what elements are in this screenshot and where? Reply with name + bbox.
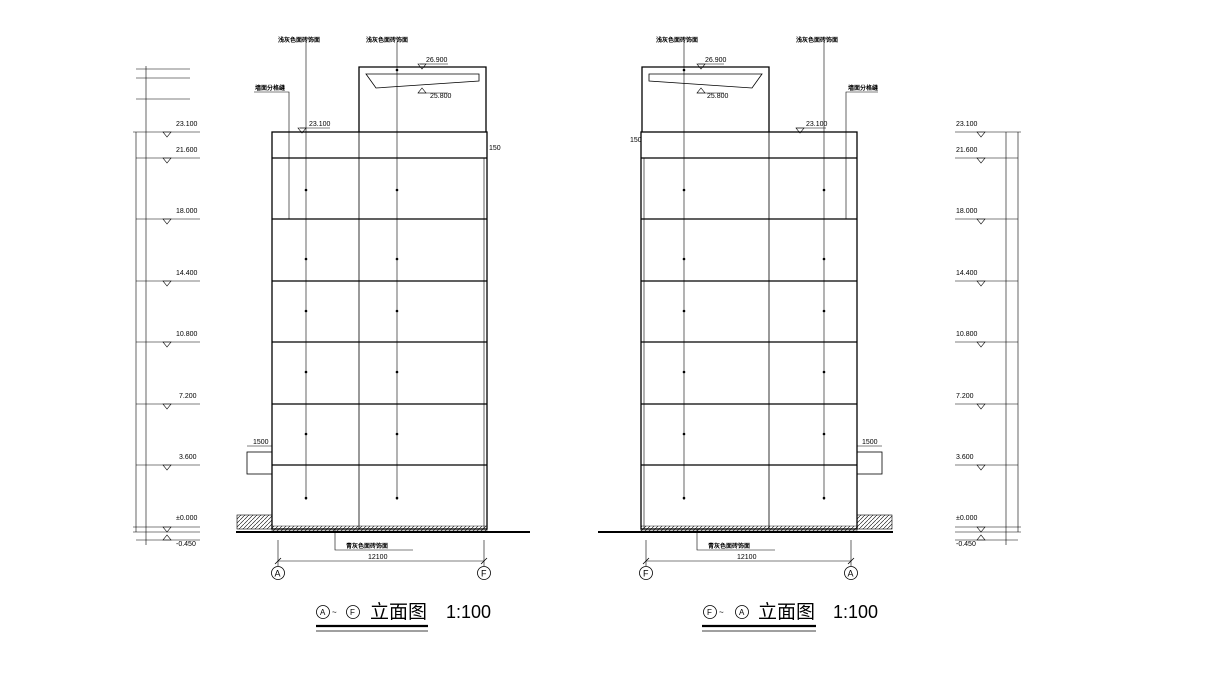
right-level-0: ±0.000 <box>956 515 977 522</box>
left-level-3600: 3.600 <box>179 454 197 461</box>
left-title-bubble-1 <box>316 605 330 619</box>
right-level-21600: 21.600 <box>956 147 978 154</box>
right-base-hatch <box>640 525 858 532</box>
left-axis-label-f: F <box>481 569 487 579</box>
right-elevation <box>598 42 1021 580</box>
right-title-text: 立面图 <box>758 601 815 623</box>
right-level-3600: 3.600 <box>956 454 974 461</box>
right-title-bubble-1 <box>703 605 717 619</box>
left-top-level-1: 26.900 <box>426 57 448 64</box>
left-base-hatch <box>271 525 488 532</box>
right-tower-level-mark <box>696 63 706 70</box>
right-dim-tick-f <box>642 557 650 565</box>
left-level-7200: 7.200 <box>179 393 197 400</box>
right-title-scale: 1:100 <box>833 602 878 622</box>
right-canopy <box>856 451 883 475</box>
left-overall-dim: 12100 <box>368 554 388 561</box>
right-note-tile-finish: 浅灰色面砖饰面 <box>796 36 838 44</box>
left-level-18000: 18.000 <box>176 208 198 215</box>
left-title-bubble-2 <box>346 605 360 619</box>
left-dim-tick-a <box>274 557 282 565</box>
left-roof-level-mark <box>297 127 307 134</box>
left-title-axis-2: F <box>350 608 355 617</box>
right-title-axis-2: A <box>739 608 745 617</box>
left-note-tile-finish: 浅灰色面砖饰面 <box>366 36 408 44</box>
left-leader-dots <box>304 68 399 500</box>
right-tower-level-mark-2 <box>696 87 706 94</box>
left-title-axis-1: A <box>320 608 326 617</box>
left-level-0: ±0.000 <box>176 515 197 522</box>
left-title-scale: 1:100 <box>446 602 491 622</box>
right-canopy-dim-text: 1500 <box>862 439 878 446</box>
left-level-23100: 23.100 <box>176 121 198 128</box>
left-note-light-paint: 浅灰色面砖饰面 <box>278 36 320 44</box>
left-title-block: A ~ F 立面图 1:100 <box>316 601 491 632</box>
left-title-text: 立面图 <box>370 601 427 623</box>
right-axis-bubble-a <box>844 566 858 580</box>
right-tower-canopy <box>648 73 763 89</box>
left-roof-level: 23.100 <box>309 121 331 128</box>
right-roof-level: 23.100 <box>806 121 828 128</box>
right-offset-dim: 150 <box>630 137 642 144</box>
right-axis-label-a: A <box>848 569 854 579</box>
right-level-m0450: -0.450 <box>956 541 976 548</box>
right-level-14400: 14.400 <box>956 270 978 277</box>
right-note-wall-line: 墙面分格缝 <box>848 84 878 92</box>
right-leader-3 <box>845 91 878 219</box>
right-note-light-paint: 浅灰色面砖饰面 <box>656 36 698 44</box>
right-base-leader <box>696 529 775 551</box>
left-level-triangles <box>162 131 172 541</box>
left-note-base-finish: 青灰色面砖饰面 <box>346 542 388 550</box>
right-steps <box>856 514 893 530</box>
right-axis-label-f: F <box>643 569 649 579</box>
left-tower-level-mark-2 <box>417 87 427 94</box>
left-elevation <box>133 42 530 580</box>
right-building-outline <box>640 131 858 530</box>
left-title-sep: ~ <box>332 608 337 617</box>
left-leader-3 <box>254 91 290 219</box>
right-note-base-finish: 青灰色面砖饰面 <box>708 542 750 550</box>
left-canopy <box>246 451 273 475</box>
right-title-axis-1: F <box>707 608 712 617</box>
left-level-10800: 10.800 <box>176 331 198 338</box>
left-axis-label-a: A <box>275 569 281 579</box>
left-tower-canopy <box>365 73 480 89</box>
right-level-10800: 10.800 <box>956 331 978 338</box>
right-dim-tick-a <box>847 557 855 565</box>
right-stair-tower <box>641 66 770 132</box>
left-level-21600: 21.600 <box>176 147 198 154</box>
right-title-block: F ~ A 立面图 1:100 <box>702 601 878 632</box>
left-tower-level-mark <box>417 63 427 70</box>
right-axis-bubble-f <box>639 566 653 580</box>
right-overall-dim: 12100 <box>737 554 757 561</box>
left-level-m0450: -0.450 <box>176 541 196 548</box>
right-top-level-2: 25.800 <box>707 93 729 100</box>
right-level-7200: 7.200 <box>956 393 974 400</box>
right-title-sep: ~ <box>719 608 724 617</box>
left-axis-bubble-a <box>271 566 285 580</box>
right-vdim-ticks <box>955 131 1021 541</box>
left-level-14400: 14.400 <box>176 270 198 277</box>
right-top-level-1: 26.900 <box>705 57 727 64</box>
left-base-leader <box>334 529 413 551</box>
right-level-triangles <box>976 131 986 541</box>
right-level-23100: 23.100 <box>956 121 978 128</box>
right-title-bubble-2 <box>735 605 749 619</box>
left-building-outline <box>271 131 488 530</box>
right-level-18000: 18.000 <box>956 208 978 215</box>
left-top-level-2: 25.800 <box>430 93 452 100</box>
left-stair-tower <box>358 66 487 132</box>
left-dim-tick-f <box>480 557 488 565</box>
right-leader-dots <box>682 68 826 500</box>
left-axis-bubble-f <box>477 566 491 580</box>
left-offset-dim: 150 <box>489 145 501 152</box>
left-steps <box>236 514 273 530</box>
right-roof-level-mark <box>795 127 805 134</box>
left-canopy-dim-text: 1500 <box>253 439 269 446</box>
left-note-wall-line: 墙面分格缝 <box>255 84 285 92</box>
